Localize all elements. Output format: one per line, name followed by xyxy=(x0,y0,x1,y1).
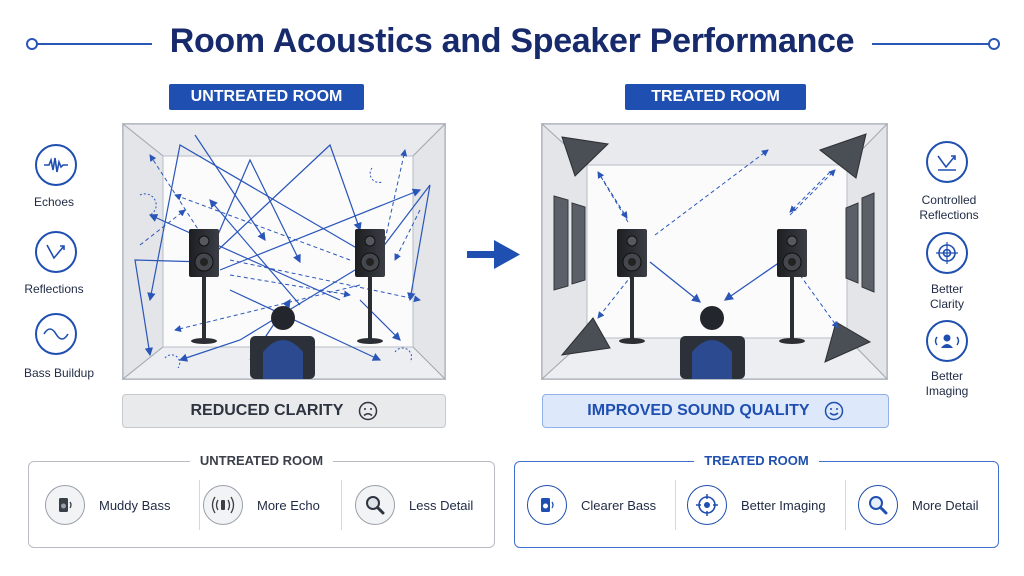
sine-wave-icon xyxy=(35,313,77,355)
controlled-reflection-icon xyxy=(926,141,968,183)
side-label-controlled-reflections: Controlled Reflections xyxy=(919,193,979,222)
panel-divider xyxy=(675,480,676,530)
untreated-panel-title: UNTREATED ROOM xyxy=(189,453,334,468)
speaker-icon xyxy=(527,485,567,525)
improved-sound-banner: IMPROVED SOUND QUALITY xyxy=(542,394,889,428)
side-label-better-imaging: Better Imaging xyxy=(925,369,969,398)
side-label-reflections: Reflections xyxy=(24,282,84,296)
untreated-speaker-left xyxy=(189,229,219,344)
crosshair-icon xyxy=(687,485,727,525)
comparison-item-better-imaging: Better Imaging xyxy=(687,485,826,525)
reflection-arrow-icon xyxy=(35,231,77,273)
magnifier-icon xyxy=(355,485,395,525)
speaker-icon xyxy=(45,485,85,525)
side-label-echoes: Echoes xyxy=(33,195,75,209)
panel-divider xyxy=(199,480,200,530)
comparison-item-muddy-bass: Muddy Bass xyxy=(45,485,171,525)
title-dot-left xyxy=(26,38,38,50)
transform-arrow xyxy=(467,240,520,269)
comparison-item-more-detail: More Detail xyxy=(858,485,978,525)
title-line-left xyxy=(34,43,152,45)
comparison-label-less-detail: Less Detail xyxy=(409,497,474,513)
comparison-item-less-detail: Less Detail xyxy=(355,485,473,525)
treated-panel-title: TREATED ROOM xyxy=(694,453,819,468)
magnifier-icon xyxy=(858,485,898,525)
treated-room-label: TREATED ROOM xyxy=(625,84,806,110)
untreated-comparison-panel: UNTREATED ROOM Muddy Bass More Echo Less… xyxy=(28,453,495,548)
comparison-label-better-imaging: Better Imaging xyxy=(741,497,826,513)
treated-comparison-panel: TREATED ROOM Clearer Bass Better Imaging… xyxy=(514,453,999,548)
improved-sound-text: IMPROVED SOUND QUALITY xyxy=(587,402,810,419)
smiley-face-icon xyxy=(824,401,843,421)
echo-ripples xyxy=(139,167,412,369)
treated-reflection-paths xyxy=(649,261,781,303)
title-line-right xyxy=(872,43,990,45)
comparison-label-more-echo: More Echo xyxy=(257,497,320,513)
treated-speaker-right xyxy=(777,229,807,344)
comparison-label-muddy-bass: Muddy Bass xyxy=(99,497,171,513)
untreated-speaker-right xyxy=(355,229,385,344)
treated-listener xyxy=(680,306,745,379)
echo-icon xyxy=(203,485,243,525)
title-dot-right xyxy=(988,38,1000,50)
side-label-better-clarity: Better Clarity xyxy=(929,282,964,311)
listener-imaging-icon xyxy=(926,320,968,362)
comparison-label-clearer-bass: Clearer Bass xyxy=(581,497,657,513)
side-label-bass-buildup: Bass Buildup xyxy=(23,366,95,380)
treated-speaker-left xyxy=(617,229,647,344)
page-title: Room Acoustics and Speaker Performance xyxy=(169,22,855,60)
wall-absorption-panels xyxy=(553,192,875,293)
bass-traps xyxy=(560,133,872,363)
untreated-room-label: UNTREATED ROOM xyxy=(169,84,364,110)
treated-dashed-paths xyxy=(597,149,839,329)
comparison-label-more-detail: More Detail xyxy=(912,497,979,513)
reduced-clarity-text: REDUCED CLARITY xyxy=(190,402,344,419)
untreated-listener xyxy=(250,306,315,379)
untreated-dashed-paths xyxy=(139,149,421,332)
target-icon xyxy=(926,232,968,274)
comparison-item-clearer-bass: Clearer Bass xyxy=(527,485,656,525)
panel-divider xyxy=(341,480,342,530)
panel-divider xyxy=(845,480,846,530)
comparison-item-more-echo: More Echo xyxy=(203,485,320,525)
sad-face-icon xyxy=(358,401,377,421)
reduced-clarity-banner: REDUCED CLARITY xyxy=(122,394,446,428)
waveform-icon xyxy=(35,144,77,186)
